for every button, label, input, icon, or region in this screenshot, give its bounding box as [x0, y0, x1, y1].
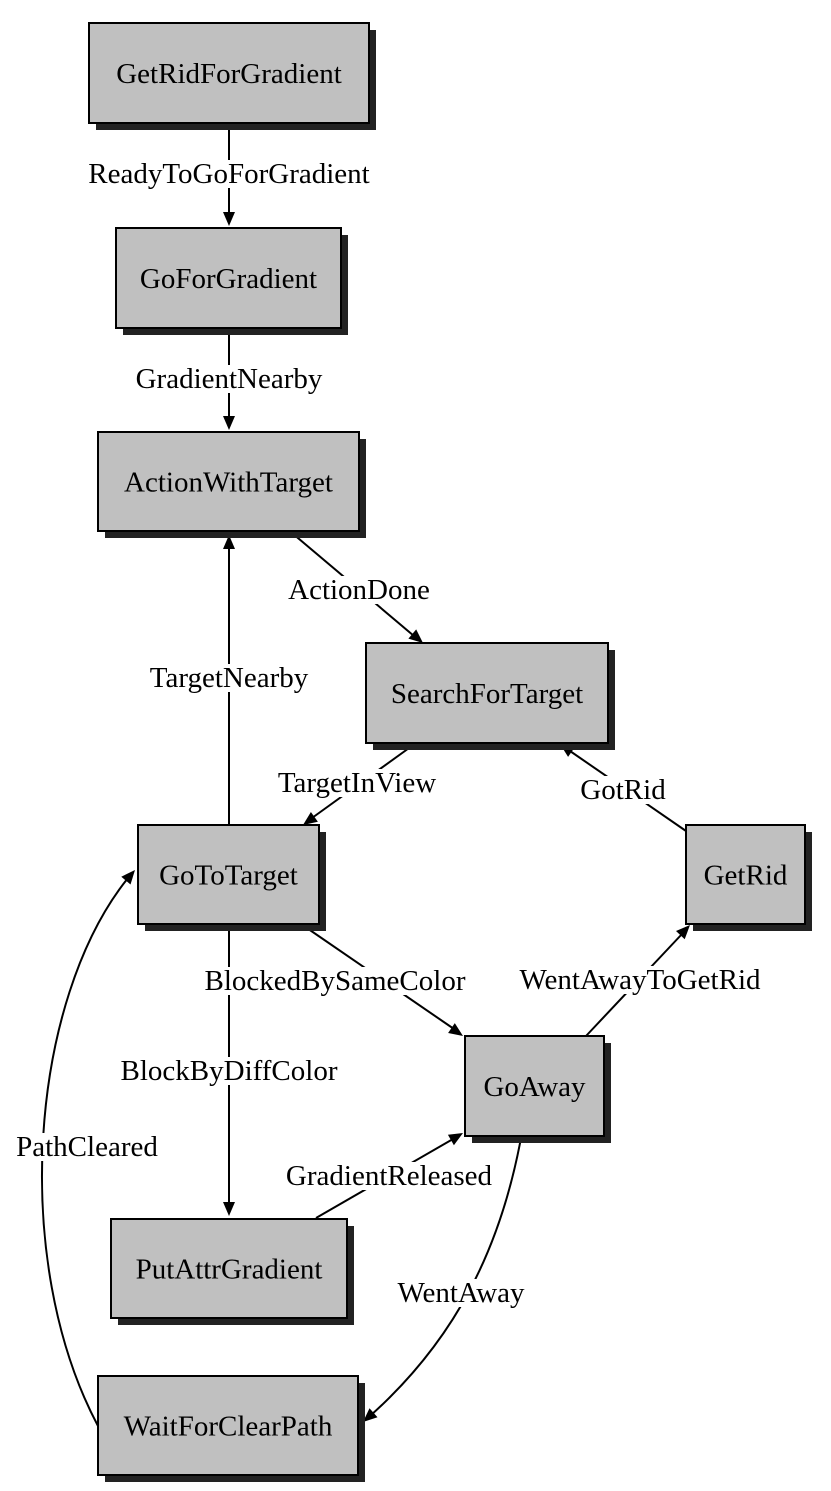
- edge-label-background: [200, 967, 470, 995]
- edge-label-text: WentAway: [397, 1277, 525, 1309]
- edge-label-text: GotRid: [580, 774, 666, 806]
- node-label: WaitForClearPath: [124, 1411, 333, 1443]
- edge-label-background: [145, 664, 313, 692]
- edge-label-WentAwayToGetRid: WentAwayToGetRid: [515, 964, 766, 996]
- edge-label-text: TargetNearby: [150, 662, 309, 694]
- node-box: [464, 1035, 605, 1137]
- state-node-WaitForClearPath: WaitForClearPath: [97, 1375, 365, 1482]
- edge-label-TargetNearby: TargetNearby: [145, 662, 313, 694]
- node-label: GetRidForGradient: [116, 58, 342, 90]
- state-node-GoForGradient: GoForGradient: [115, 227, 348, 335]
- edge-label-text: GradientNearby: [136, 363, 323, 395]
- edge-label-background: [12, 1133, 163, 1161]
- edge-label-background: [576, 776, 671, 804]
- edge-label-text: WentAwayToGetRid: [519, 964, 761, 996]
- state-node-GoAway: GoAway: [464, 1035, 611, 1143]
- node-label: GoForGradient: [140, 263, 317, 295]
- edge-label-text: GradientReleased: [286, 1160, 493, 1192]
- edge-label-layer: ReadyToGoForGradientGradientNearbyAction…: [12, 158, 766, 1309]
- edge-label-background: [84, 160, 374, 188]
- node-label: PutAttrGradient: [136, 1254, 323, 1286]
- arrowhead: [223, 1202, 235, 1216]
- edge-label-text: PathCleared: [16, 1131, 158, 1163]
- arrowhead: [223, 416, 235, 430]
- edge-label-BlockByDiffColor: BlockByDiffColor: [116, 1055, 342, 1087]
- node-box: [88, 22, 370, 124]
- node-box: [137, 824, 320, 925]
- node-label: GoToTarget: [159, 860, 298, 892]
- edge-label-GotRid: GotRid: [576, 774, 671, 806]
- arrowhead: [676, 925, 690, 940]
- edge-label-text: ReadyToGoForGradient: [88, 158, 369, 190]
- node-box: [110, 1218, 348, 1319]
- edge-label-TargetInView: TargetInView: [273, 767, 441, 799]
- state-node-ActionWithTarget: ActionWithTarget: [97, 431, 366, 538]
- node-box: [115, 227, 342, 329]
- edge-label-GradientReleased: GradientReleased: [281, 1160, 497, 1192]
- node-box: [685, 824, 806, 925]
- node-label: SearchForTarget: [391, 678, 583, 710]
- state-node-SearchForTarget: SearchForTarget: [365, 642, 615, 750]
- edge-label-text: BlockByDiffColor: [121, 1055, 338, 1087]
- edge-label-GradientNearby: GradientNearby: [131, 363, 327, 395]
- edge-label-background: [281, 1162, 497, 1190]
- arrowhead: [223, 535, 235, 549]
- arrowhead: [447, 1133, 463, 1146]
- edge-label-BlockedBySameColor: BlockedBySameColor: [200, 965, 470, 997]
- edge-label-PathCleared: PathCleared: [12, 1131, 163, 1163]
- edge-label-text: BlockedBySameColor: [205, 965, 466, 997]
- node-layer: GetRidForGradientGoForGradientActionWith…: [88, 22, 812, 1482]
- node-label: GetRid: [704, 860, 788, 892]
- arrowhead: [408, 629, 423, 643]
- edge-label-background: [515, 966, 766, 994]
- arrowhead: [363, 1408, 378, 1422]
- edge-label-text: ActionDone: [288, 574, 430, 606]
- node-box: [97, 431, 360, 532]
- arrowhead: [223, 212, 235, 226]
- arrowhead: [303, 812, 318, 825]
- arrowhead: [121, 870, 135, 885]
- edge-label-background: [131, 365, 327, 393]
- edge-label-ReadyToGoForGradient: ReadyToGoForGradient: [84, 158, 374, 190]
- node-label: GoAway: [483, 1071, 586, 1103]
- edge-label-background: [393, 1279, 530, 1307]
- arrowhead: [448, 1023, 463, 1036]
- edge-label-text: TargetInView: [278, 767, 436, 799]
- node-label: ActionWithTarget: [124, 467, 333, 499]
- edge-label-background: [284, 576, 434, 604]
- edge-label-WentAway: WentAway: [393, 1277, 530, 1309]
- node-box: [97, 1375, 359, 1476]
- state-node-GetRidForGradient: GetRidForGradient: [88, 22, 376, 130]
- edge-label-ActionDone: ActionDone: [284, 574, 434, 606]
- state-node-GetRid: GetRid: [685, 824, 812, 931]
- edge-label-background: [116, 1057, 342, 1085]
- edge-label-background: [273, 769, 441, 797]
- node-box: [365, 642, 609, 744]
- state-node-PutAttrGradient: PutAttrGradient: [110, 1218, 354, 1325]
- state-node-GoToTarget: GoToTarget: [137, 824, 326, 931]
